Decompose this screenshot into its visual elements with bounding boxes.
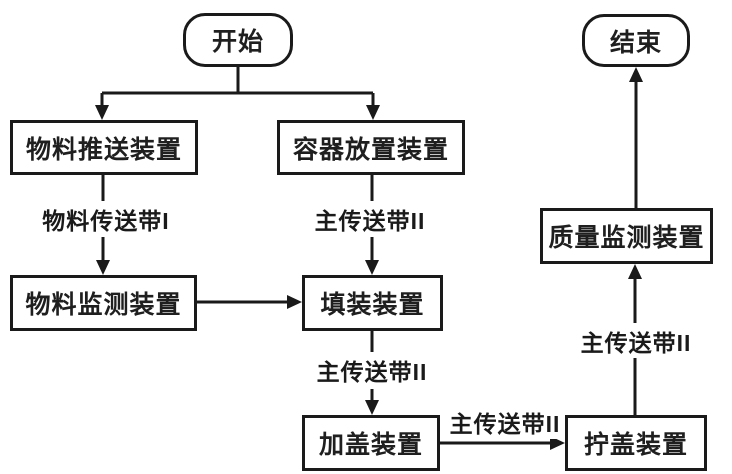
arrowhead-monitor-to-filling [287,295,302,309]
arrowhead-capping-to-screw [550,436,565,450]
node-filling: 填装装置 [302,275,443,331]
edge-label-main-belt-2a: 主传送带II [314,202,426,236]
node-label-capping: 加盖装置 [318,431,423,459]
node-quality-monitor: 质量监测装置 [540,208,713,264]
node-label-start: 开始 [211,28,264,56]
edge-label-material-belt-1: 物料传送带I [42,202,170,236]
node-label-material-monitor: 物料监测装置 [25,291,182,319]
node-label-end: 结束 [609,28,662,57]
node-container-place: 容器放置装置 [277,120,465,175]
arrowhead-belt2d-to-quality [628,264,642,279]
arrowhead-belt2b-to-capping [365,400,379,415]
node-screw-cap: 拧盖装置 [565,415,707,471]
node-label-screw-cap: 拧盖装置 [583,431,688,459]
node-end: 结束 [582,14,690,67]
arrowhead-branch-to-push [95,105,109,120]
node-label-quality-monitor: 质量监测装置 [548,224,705,252]
node-label-container-place: 容器放置装置 [292,135,449,164]
edge-label-main-belt-2b: 主传送带II [316,353,428,387]
node-start: 开始 [183,13,293,67]
arrowhead-quality-to-end [629,67,643,82]
node-material-monitor: 物料监测装置 [10,275,197,331]
arrowhead-branch-to-place [366,105,380,120]
arrowhead-belt1-to-monitor [96,260,110,275]
node-label-filling: 填装装置 [320,291,425,319]
edge-label-main-belt-2c: 主传送带II [449,405,561,439]
node-capping: 加盖装置 [302,415,440,471]
edge-label-main-belt-2d: 主传送带II [580,324,692,358]
arrowhead-belt2a-to-filling [365,260,379,275]
node-material-push: 物料推送装置 [10,120,198,175]
node-label-material-push: 物料推送装置 [25,135,182,164]
